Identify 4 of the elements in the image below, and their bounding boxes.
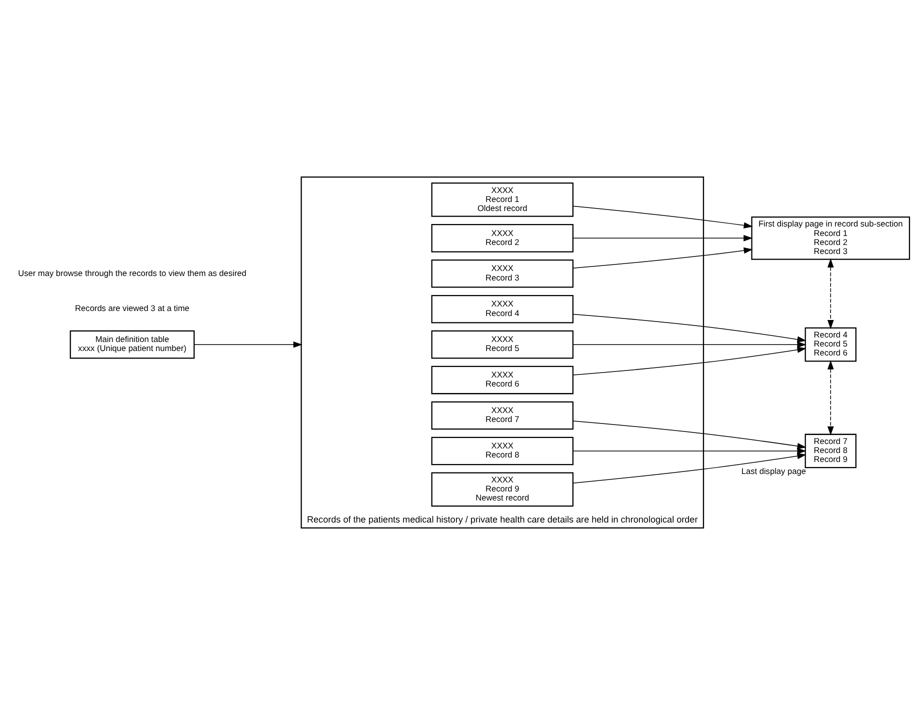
node-label: Last display page <box>741 466 806 476</box>
label: User may browse through the records to view them as desired <box>18 267 246 278</box>
label: Records are viewed 3 at a time <box>75 302 190 313</box>
node-label: Records of the patients medical history / private health care details are held in chronological order <box>307 514 698 524</box>
